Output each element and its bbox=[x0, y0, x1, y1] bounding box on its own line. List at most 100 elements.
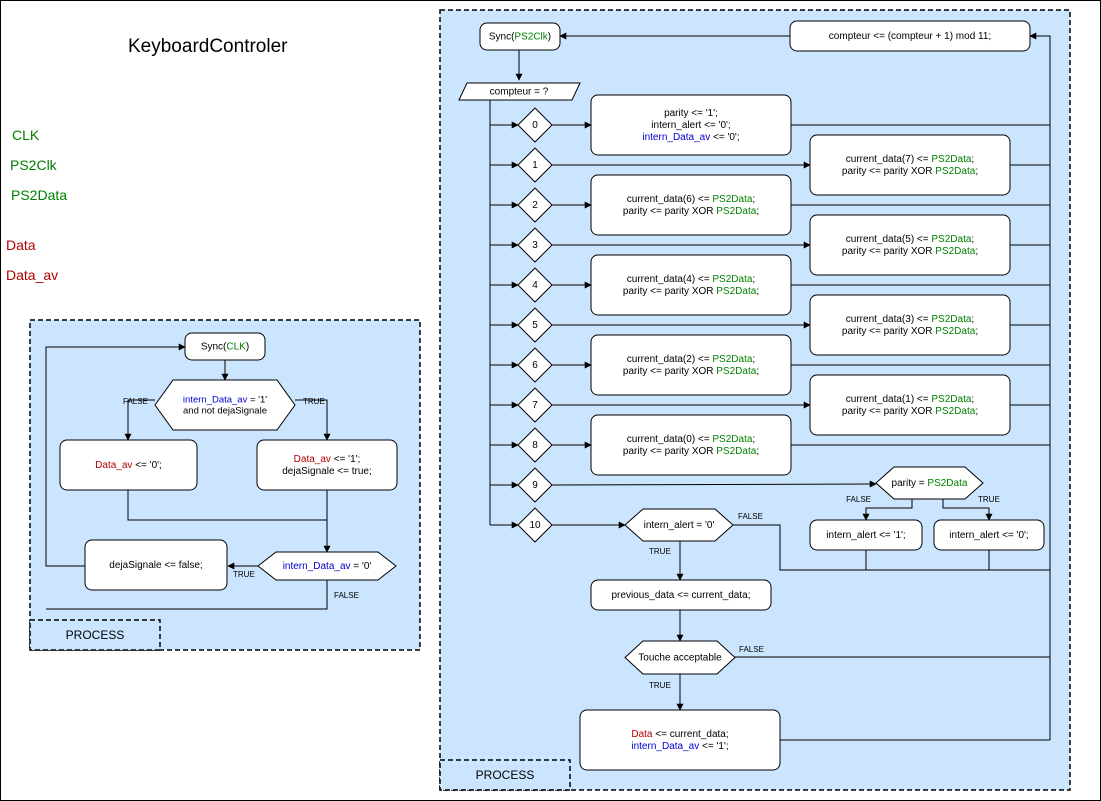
svg-text:current_data(6) <= PS2Data;: current_data(6) <= PS2Data; bbox=[627, 194, 755, 205]
p1-true-label-2: TRUE bbox=[233, 570, 255, 579]
svg-text:intern_Data_av <= '1';: intern_Data_av <= '1'; bbox=[631, 741, 728, 752]
svg-text:10: 10 bbox=[529, 520, 541, 531]
process-label: PROCESS bbox=[66, 628, 125, 642]
p2-alert-cond: intern_alert = '0' bbox=[624, 508, 734, 542]
svg-text:intern_Data_av = '1': intern_Data_av = '1' bbox=[183, 394, 267, 405]
svg-text:current_data(5) <= PS2Data;: current_data(5) <= PS2Data; bbox=[846, 234, 974, 245]
output-port-data: Data bbox=[6, 237, 36, 253]
svg-text:parity <= parity XOR PS2Data;: parity <= parity XOR PS2Data; bbox=[842, 166, 978, 177]
p2-case-9-diamond: 9 bbox=[517, 467, 553, 503]
edge-p1-false bbox=[124, 399, 155, 441]
p2-touche-false-label: FALSE bbox=[739, 645, 764, 654]
svg-text:4: 4 bbox=[532, 280, 538, 291]
p2-parity-cond: parity = PS2Data bbox=[875, 466, 984, 500]
svg-text:intern_alert <= '0';: intern_alert <= '0'; bbox=[651, 120, 730, 131]
svg-text:parity <= parity XOR PS2Data;: parity <= parity XOR PS2Data; bbox=[623, 206, 759, 217]
svg-text:1: 1 bbox=[532, 160, 538, 171]
p1-data-av-zero-box: Data_av <= '0'; bbox=[59, 439, 198, 491]
p2-bit1-box: current_data(1) <= PS2Data;parity <= par… bbox=[809, 374, 1011, 436]
p2-touche-cond: Touche acceptable bbox=[624, 640, 736, 675]
edge-p1-deja-loop bbox=[45, 343, 186, 567]
svg-text:parity <= parity XOR PS2Data;: parity <= parity XOR PS2Data; bbox=[842, 406, 978, 417]
svg-text:Sync(PS2Clk): Sync(PS2Clk) bbox=[489, 31, 551, 42]
p2-alert-zero-box: intern_alert <= '0'; bbox=[933, 519, 1045, 551]
entity-title: KeyboardControler bbox=[128, 36, 288, 57]
p2-case-7-diamond: 7 bbox=[517, 387, 553, 423]
p1-true-label: TRUE bbox=[303, 397, 325, 406]
svg-text:dejaSignale <= true;: dejaSignale <= true; bbox=[282, 466, 372, 477]
p2-case-1-diamond: 1 bbox=[517, 147, 553, 183]
p2-case-selector: compteur = ? bbox=[458, 82, 581, 101]
svg-text:current_data(3) <= PS2Data;: current_data(3) <= PS2Data; bbox=[846, 314, 974, 325]
p2-bit0-box: current_data(0) <= PS2Data;parity <= par… bbox=[590, 414, 792, 476]
svg-text:Touche acceptable: Touche acceptable bbox=[638, 652, 722, 663]
p2-bit3-box: current_data(3) <= PS2Data;parity <= par… bbox=[809, 294, 1011, 356]
input-port-clk: CLK bbox=[12, 127, 40, 143]
p2-bit6-box: current_data(6) <= PS2Data;parity <= par… bbox=[590, 174, 792, 236]
p1-cond-data-av-zero: intern_Data_av = '0' bbox=[257, 551, 397, 581]
p2-final-box: Data <= current_data;intern_Data_av <= '… bbox=[579, 709, 781, 771]
p2-case-3-diamond: 3 bbox=[517, 227, 553, 263]
p2-parity-true-label: TRUE bbox=[978, 495, 1000, 504]
svg-text:current_data(0) <= PS2Data;: current_data(0) <= PS2Data; bbox=[627, 434, 755, 445]
svg-text:compteur <= (compteur + 1) mod: compteur <= (compteur + 1) mod 11; bbox=[829, 31, 991, 42]
p2-case-5-diamond: 5 bbox=[517, 307, 553, 343]
svg-text:parity <= parity XOR PS2Data;: parity <= parity XOR PS2Data; bbox=[623, 446, 759, 457]
svg-text:2: 2 bbox=[532, 200, 538, 211]
p2-bit2-box: current_data(2) <= PS2Data;parity <= par… bbox=[590, 334, 792, 396]
p1-sync-box: Sync(CLK) bbox=[184, 332, 266, 361]
p2-alert-false-label: FALSE bbox=[738, 512, 763, 521]
svg-text:Data_av <= '1';: Data_av <= '1'; bbox=[294, 454, 361, 465]
p2-previous-box: previous_data <= current_data; bbox=[590, 579, 772, 611]
p2-case-4-diamond: 4 bbox=[517, 267, 553, 303]
svg-text:8: 8 bbox=[532, 440, 538, 451]
p2-case-0-diamond: 0 bbox=[517, 107, 553, 143]
svg-text:previous_data <= current_data;: previous_data <= current_data; bbox=[612, 590, 751, 601]
svg-text:current_data(4) <= PS2Data;: current_data(4) <= PS2Data; bbox=[627, 274, 755, 285]
svg-text:current_data(1) <= PS2Data;: current_data(1) <= PS2Data; bbox=[846, 394, 974, 405]
p2-bit7-box: current_data(7) <= PS2Data;parity <= par… bbox=[809, 134, 1011, 196]
p2-alert-one-box: intern_alert <= '1'; bbox=[809, 519, 923, 551]
svg-text:intern_alert <= '1';: intern_alert <= '1'; bbox=[826, 530, 905, 541]
svg-text:intern_Data_av = '0': intern_Data_av = '0' bbox=[283, 561, 372, 572]
svg-text:parity <= '1';: parity <= '1'; bbox=[664, 108, 718, 119]
p2-case-6-diamond: 6 bbox=[517, 347, 553, 383]
p2-parity-false-label: FALSE bbox=[846, 495, 871, 504]
input-port-ps2data: PS2Data bbox=[11, 187, 68, 203]
edge-p1-true bbox=[295, 399, 331, 441]
svg-text:current_data(7) <= PS2Data;: current_data(7) <= PS2Data; bbox=[846, 154, 974, 165]
p2-alert-true-label: TRUE bbox=[649, 547, 671, 556]
p2-bit5-box: current_data(5) <= PS2Data;parity <= par… bbox=[809, 214, 1011, 276]
svg-text:parity <= parity XOR PS2Data;: parity <= parity XOR PS2Data; bbox=[842, 326, 978, 337]
svg-text:6: 6 bbox=[532, 360, 538, 371]
svg-text:Sync(CLK): Sync(CLK) bbox=[201, 341, 249, 352]
p1-false-label: FALSE bbox=[123, 397, 148, 406]
svg-text:intern_Data_av <= '0';: intern_Data_av <= '0'; bbox=[642, 132, 739, 143]
svg-text:Data_av <= '0';: Data_av <= '0'; bbox=[95, 460, 162, 471]
p2-case0-box: parity <= '1';intern_alert <= '0';intern… bbox=[590, 94, 792, 156]
svg-text:3: 3 bbox=[532, 240, 538, 251]
process-label: PROCESS bbox=[476, 768, 535, 782]
edge-p2-bus bbox=[1029, 32, 1051, 740]
p1-false-label-2: FALSE bbox=[334, 591, 359, 600]
edge-p1-cond2-false bbox=[46, 580, 328, 610]
svg-text:intern_alert = '0': intern_alert = '0' bbox=[644, 520, 715, 531]
p2-sync-box: Sync(PS2Clk) bbox=[479, 22, 561, 51]
svg-text:and not dejaSignale: and not dejaSignale bbox=[183, 405, 267, 416]
input-port-ps2clk: PS2Clk bbox=[10, 157, 57, 173]
svg-text:dejaSignale <= false;: dejaSignale <= false; bbox=[109, 560, 202, 571]
svg-text:0: 0 bbox=[532, 120, 538, 131]
p2-case-2-diamond: 2 bbox=[517, 187, 553, 223]
p2-case-8-diamond: 8 bbox=[517, 427, 553, 463]
svg-text:Data <= current_data;: Data <= current_data; bbox=[631, 729, 728, 740]
svg-text:intern_alert <= '0';: intern_alert <= '0'; bbox=[949, 530, 1028, 541]
edge-p2-alert-cond-false bbox=[733, 524, 866, 571]
p2-touche-true-label: TRUE bbox=[649, 681, 671, 690]
svg-text:7: 7 bbox=[532, 400, 538, 411]
svg-text:parity <= parity XOR PS2Data;: parity <= parity XOR PS2Data; bbox=[842, 246, 978, 257]
svg-text:parity = PS2Data: parity = PS2Data bbox=[892, 478, 968, 489]
edge-p2-parity-false bbox=[862, 499, 913, 521]
edge-p2-c9 bbox=[551, 480, 877, 488]
svg-text:current_data(2) <= PS2Data;: current_data(2) <= PS2Data; bbox=[627, 354, 755, 365]
